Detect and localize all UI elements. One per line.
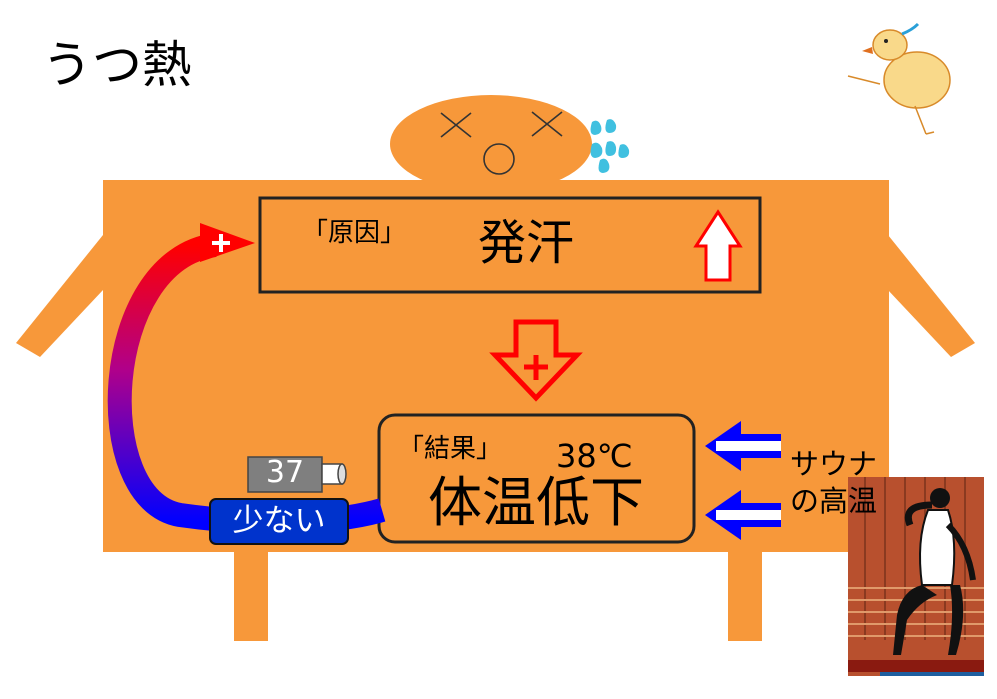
result-temperature: 38℃ [556,437,633,475]
sauna-woman-icon [848,477,984,676]
left-arrow-inner [716,441,781,451]
right-arm [888,235,975,357]
left-leg [234,548,268,641]
cause-label: 「原因」 [302,218,407,248]
cause-box [258,196,762,294]
head [390,95,592,193]
left-arrow-inner [716,510,781,520]
sweat-drops-icon [590,119,630,173]
thermometer-reading: 37 [265,455,305,490]
left-arm [16,235,103,357]
body-figure [16,95,975,641]
little-label-box [209,498,349,545]
plus-icon [212,234,230,252]
sauna-label-line1: サウナ [790,447,878,481]
result-label: 「結果」 [398,434,503,464]
page-title: うつ熱 [42,36,192,94]
tired-face-icon [440,111,563,175]
up-arrow-icon [693,209,743,282]
sauna-label-line2: の高温 [790,484,878,518]
feedback-label: 少ない [232,503,326,539]
cause-value: 発汗 [478,215,575,271]
down-plus-arrow-icon [489,319,583,402]
chick-icon [847,22,951,135]
thermometer-icon [247,456,347,493]
result-value: 体温低下 [428,471,644,534]
right-leg [728,548,762,641]
result-box [377,413,696,544]
